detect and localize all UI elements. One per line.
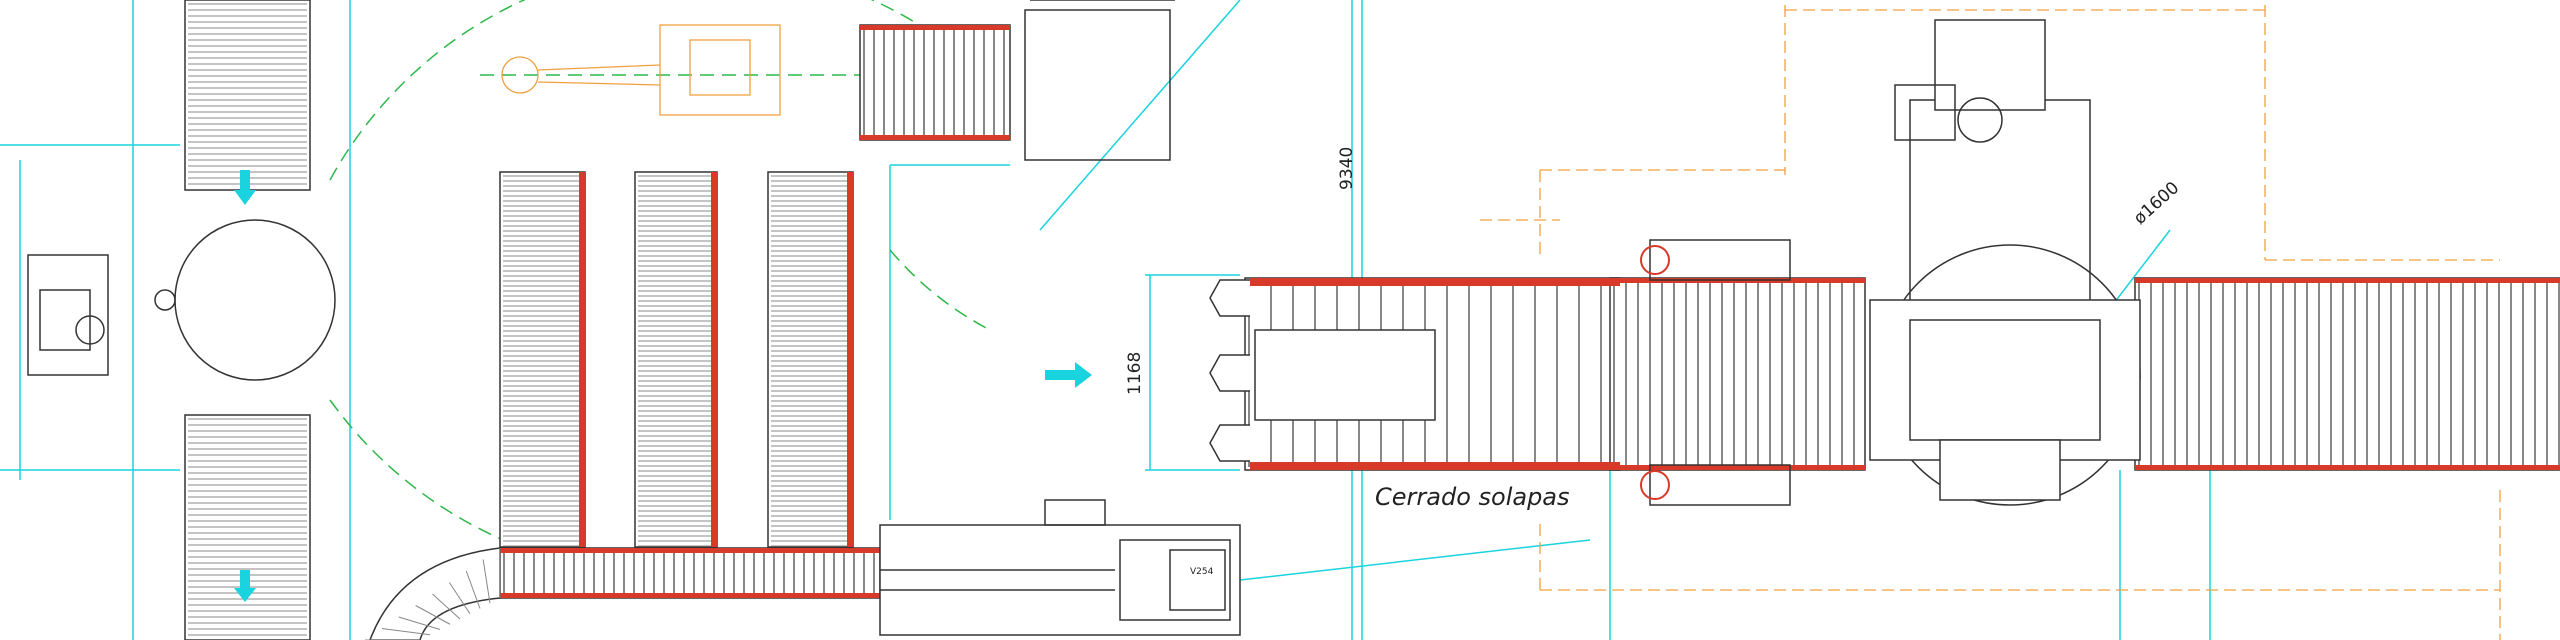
- roller: [482, 559, 491, 604]
- flow-arrows: [234, 170, 1092, 602]
- top-frame: [1024, 0, 1175, 161]
- conveyor-edge: [1250, 462, 1620, 470]
- accumulation-lane-1: [499, 171, 586, 548]
- conveyor-edge: [860, 135, 1010, 140]
- outfeed-conveyor: [2134, 277, 2560, 471]
- flap-closing-conveyor: [1609, 277, 1866, 471]
- fork-guide: [1209, 354, 1250, 392]
- annotation-cerrado-solapas: Cerrado solapas: [1375, 483, 1570, 511]
- center-gap: [1254, 329, 1436, 421]
- conveyor-edge: [711, 172, 717, 547]
- arrow-right-icon: [1045, 362, 1092, 388]
- fork-guide: [1209, 279, 1250, 317]
- conveyor-edge: [860, 25, 1010, 30]
- side-closing-unit: [1649, 239, 1791, 281]
- roller: [465, 570, 481, 609]
- flap-closer-machine: [879, 499, 1241, 636]
- conveyor-edge: [500, 593, 880, 598]
- dimension-diameter-1600: ø1600: [2130, 178, 2183, 229]
- conveyor-edge: [579, 172, 585, 547]
- arrow-down-icon: [234, 170, 256, 205]
- machine-label-v254: V254: [1190, 567, 1214, 577]
- conveyor-edge: [1610, 465, 1865, 470]
- curved-conveyor: [369, 547, 501, 640]
- roller: [432, 593, 461, 620]
- conveyor-edge: [500, 548, 880, 553]
- conveyor-edge: [1250, 278, 1620, 286]
- orange-robot-and-frames: [501, 5, 2501, 640]
- dimension-9340: 9340: [1337, 147, 1357, 190]
- left-turntable: [27, 219, 336, 381]
- fork-guide: [1209, 424, 1250, 462]
- side-closing-unit: [1649, 464, 1791, 506]
- side-wheel: [1640, 245, 1670, 275]
- arrow-down-icon: [234, 570, 256, 602]
- conveyors: [184, 0, 2560, 640]
- right-turntable-machine: [1869, 19, 2141, 506]
- roller: [398, 616, 441, 630]
- side-wheel: [1640, 470, 1670, 500]
- conveyor-edge: [847, 172, 853, 547]
- conveyor-edge: [2135, 465, 2560, 470]
- accumulation-lane-2: [634, 171, 718, 548]
- roller: [381, 628, 431, 636]
- roller: [415, 605, 451, 625]
- conveyor-edge: [2135, 278, 2560, 283]
- roller: [448, 582, 471, 615]
- dimension-1168: 1168: [1125, 352, 1145, 395]
